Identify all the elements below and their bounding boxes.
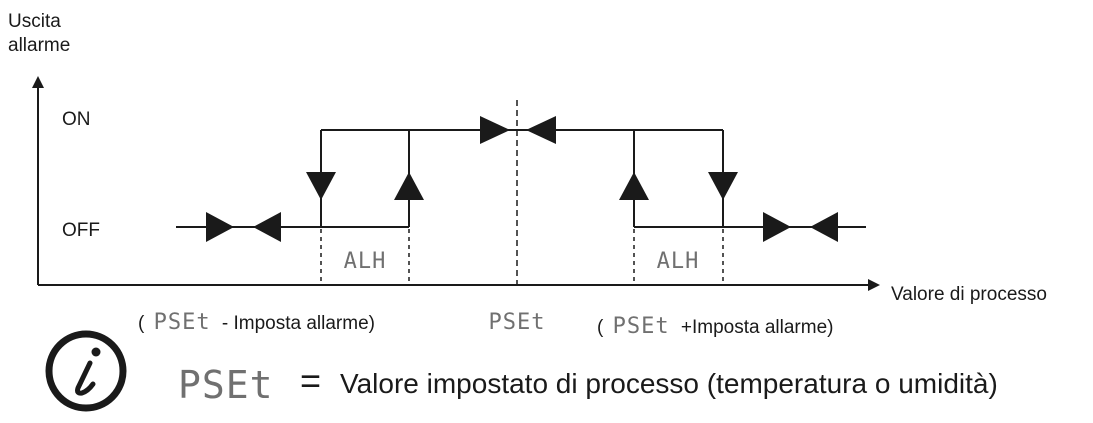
info-icon (45, 330, 127, 412)
on-level-label: ON (62, 109, 91, 130)
pset-center-label: PSEt (489, 310, 546, 335)
on-arrow-right (480, 116, 510, 144)
down-arrow-right (708, 172, 738, 200)
alh-label-right: ALH (657, 249, 700, 274)
on-arrow-left (526, 116, 556, 144)
off-arrow-left-right (810, 212, 838, 242)
alh-boundaries (320, 229, 724, 285)
y-axis-label-line2: allarme (8, 35, 70, 56)
legend-pset: PSEt (178, 363, 274, 407)
up-arrow-right (619, 172, 649, 200)
down-arrow-left (306, 172, 336, 200)
off-arrow-right-right (763, 212, 791, 242)
off-arrow-left-left (253, 212, 281, 242)
hysteresis-path (176, 129, 866, 228)
off-level-label: OFF (62, 220, 100, 241)
left-threshold-label: ( PSEt - Imposta allarme) (138, 310, 375, 335)
legend-text: Valore impostato di processo (temperatur… (340, 368, 998, 399)
y-axis-label-line1: Uscita (8, 11, 61, 32)
right-threshold-label: ( PSEt +Imposta allarme) (597, 314, 833, 339)
legend-equals: = (300, 360, 321, 401)
off-arrow-right-left (206, 212, 234, 242)
alh-label-left: ALH (344, 249, 387, 274)
up-arrow-left (394, 172, 424, 200)
x-axis-label: Valore di processo (891, 284, 1047, 305)
